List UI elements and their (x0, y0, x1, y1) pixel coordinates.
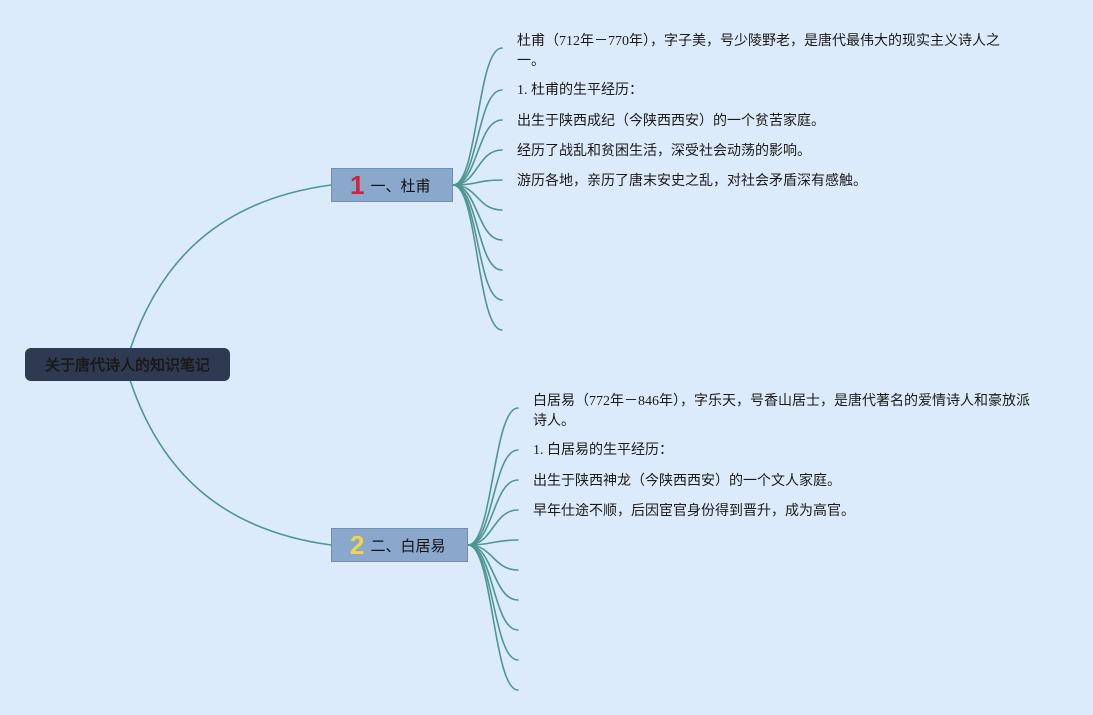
branch-topic-2-line-3 (467, 479, 519, 546)
note-du-fu-travel[interactable]: 游历各地，亲历了唐末安史之乱，对社会矛盾深有感触。 (517, 174, 867, 189)
note-du-fu-life-heading[interactable]: 1. 杜甫的生平经历： (517, 83, 643, 98)
branch-topic-1-line-9 (452, 184, 503, 301)
note-bai-juyi-intro[interactable]: 白居易（772年－846年），字乐天，号香山居士，是唐代著名的爱情诗人和豪放派诗… (533, 394, 1030, 429)
branch-topic-1-line-3 (452, 119, 503, 186)
topic-label: 一、杜甫 (370, 177, 431, 195)
branch-topic-1-line-1 (452, 47, 503, 186)
note-bai-juyi-career[interactable]: 早年仕途不顺，后因宦官身份得到晋升，成为高官。 (533, 504, 855, 519)
topic-number-2: 2 (350, 530, 365, 560)
branch-topic-2-line-9 (467, 544, 519, 661)
topic-label: 二、白居易 (370, 537, 446, 555)
root-title: 关于唐代诗人的知识笔记 (44, 357, 210, 374)
topic-number-1: 1 (350, 170, 365, 200)
note-du-fu-intro[interactable]: 杜甫（712年－770年），字子美，号少陵野老，是唐代最伟大的现实主义诗人之一。 (517, 34, 1000, 69)
note-du-fu-birth[interactable]: 出生于陕西成纪（今陕西西安）的一个贫苦家庭。 (517, 114, 825, 129)
connector-root-to-topic-1 (129, 184, 332, 351)
note-du-fu-war[interactable]: 经历了战乱和贫困生活，深受社会动荡的影响。 (517, 144, 811, 159)
branch-topic-2-line-7 (467, 544, 519, 601)
branch-topic-1-line-7 (452, 184, 503, 241)
branch-topic-2-line-1 (467, 407, 519, 546)
topic-bai-juyi[interactable]: 2 二、白居易 (331, 528, 468, 562)
root-topic[interactable]: 关于唐代诗人的知识笔记 (25, 348, 230, 381)
branch-topic-1-line-2 (452, 89, 503, 186)
topic-du-fu[interactable]: 1 一、杜甫 (331, 168, 453, 202)
connector-root-to-topic-2 (129, 379, 332, 546)
note-bai-juyi-life-heading[interactable]: 1. 白居易的生平经历： (533, 443, 673, 458)
branch-topic-2-line-10 (467, 544, 519, 691)
note-bai-juyi-birth[interactable]: 出生于陕西神龙（今陕西西安）的一个文人家庭。 (533, 474, 841, 489)
branch-topic-2-line-2 (467, 449, 519, 546)
branch-topic-1-line-10 (452, 184, 503, 331)
